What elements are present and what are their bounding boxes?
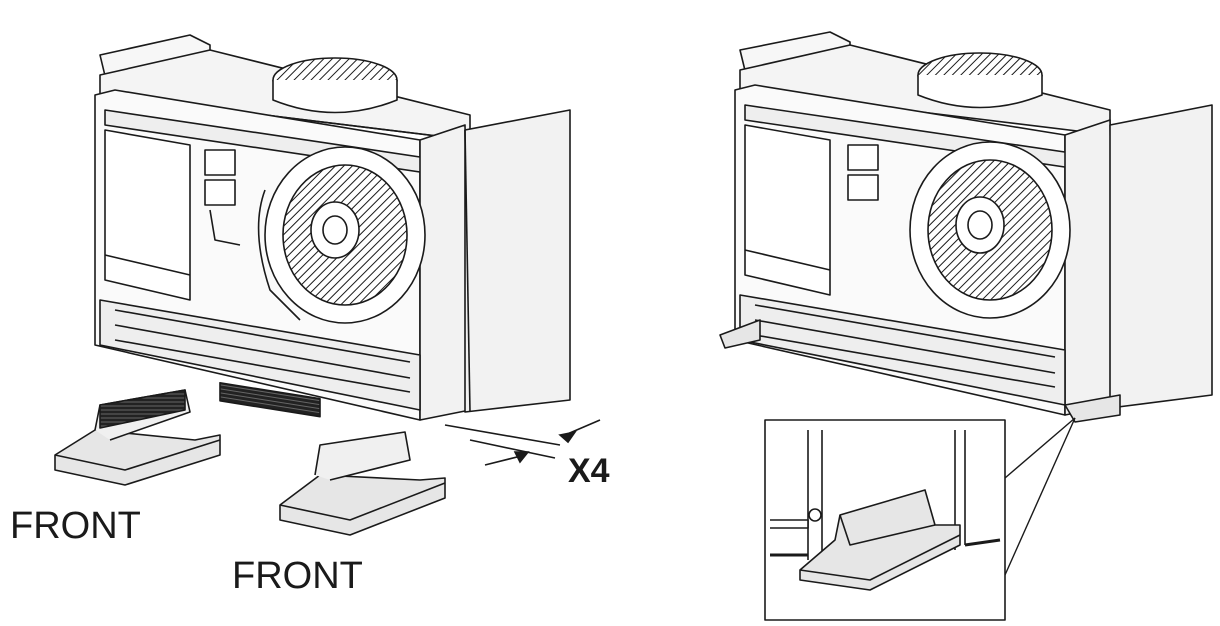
outer-side-panel-right xyxy=(1109,104,1213,409)
control-board-left xyxy=(204,149,241,246)
side-panel-left xyxy=(419,124,471,421)
front-label-right: FRONT xyxy=(232,555,363,597)
control-board-right xyxy=(847,144,879,201)
dimension-arrows xyxy=(444,419,601,466)
hood-unit-left xyxy=(94,34,571,421)
installed-bracket-right xyxy=(1064,394,1121,423)
outer-side-panel-left xyxy=(464,109,571,413)
handle-left xyxy=(219,382,321,418)
exhaust-outlet-right xyxy=(917,52,1043,109)
side-panel-right xyxy=(1064,119,1116,416)
detail-inset xyxy=(764,419,1006,621)
callout-lines xyxy=(1004,417,1076,576)
bracket-front-left xyxy=(54,389,221,486)
bottom-tray-left xyxy=(99,299,421,411)
quantity-label: X4 xyxy=(568,452,610,490)
bracket-grille-left xyxy=(99,389,186,429)
hood-unit-right xyxy=(719,31,1213,494)
screw-icon xyxy=(808,508,822,522)
blower-fan-right xyxy=(909,141,1071,319)
blower-fan-left xyxy=(257,146,426,324)
front-label-left: FRONT xyxy=(10,505,141,547)
bracket-front-right xyxy=(279,431,446,536)
exhaust-outlet-left xyxy=(272,57,398,114)
installed-bracket-left xyxy=(719,319,761,349)
